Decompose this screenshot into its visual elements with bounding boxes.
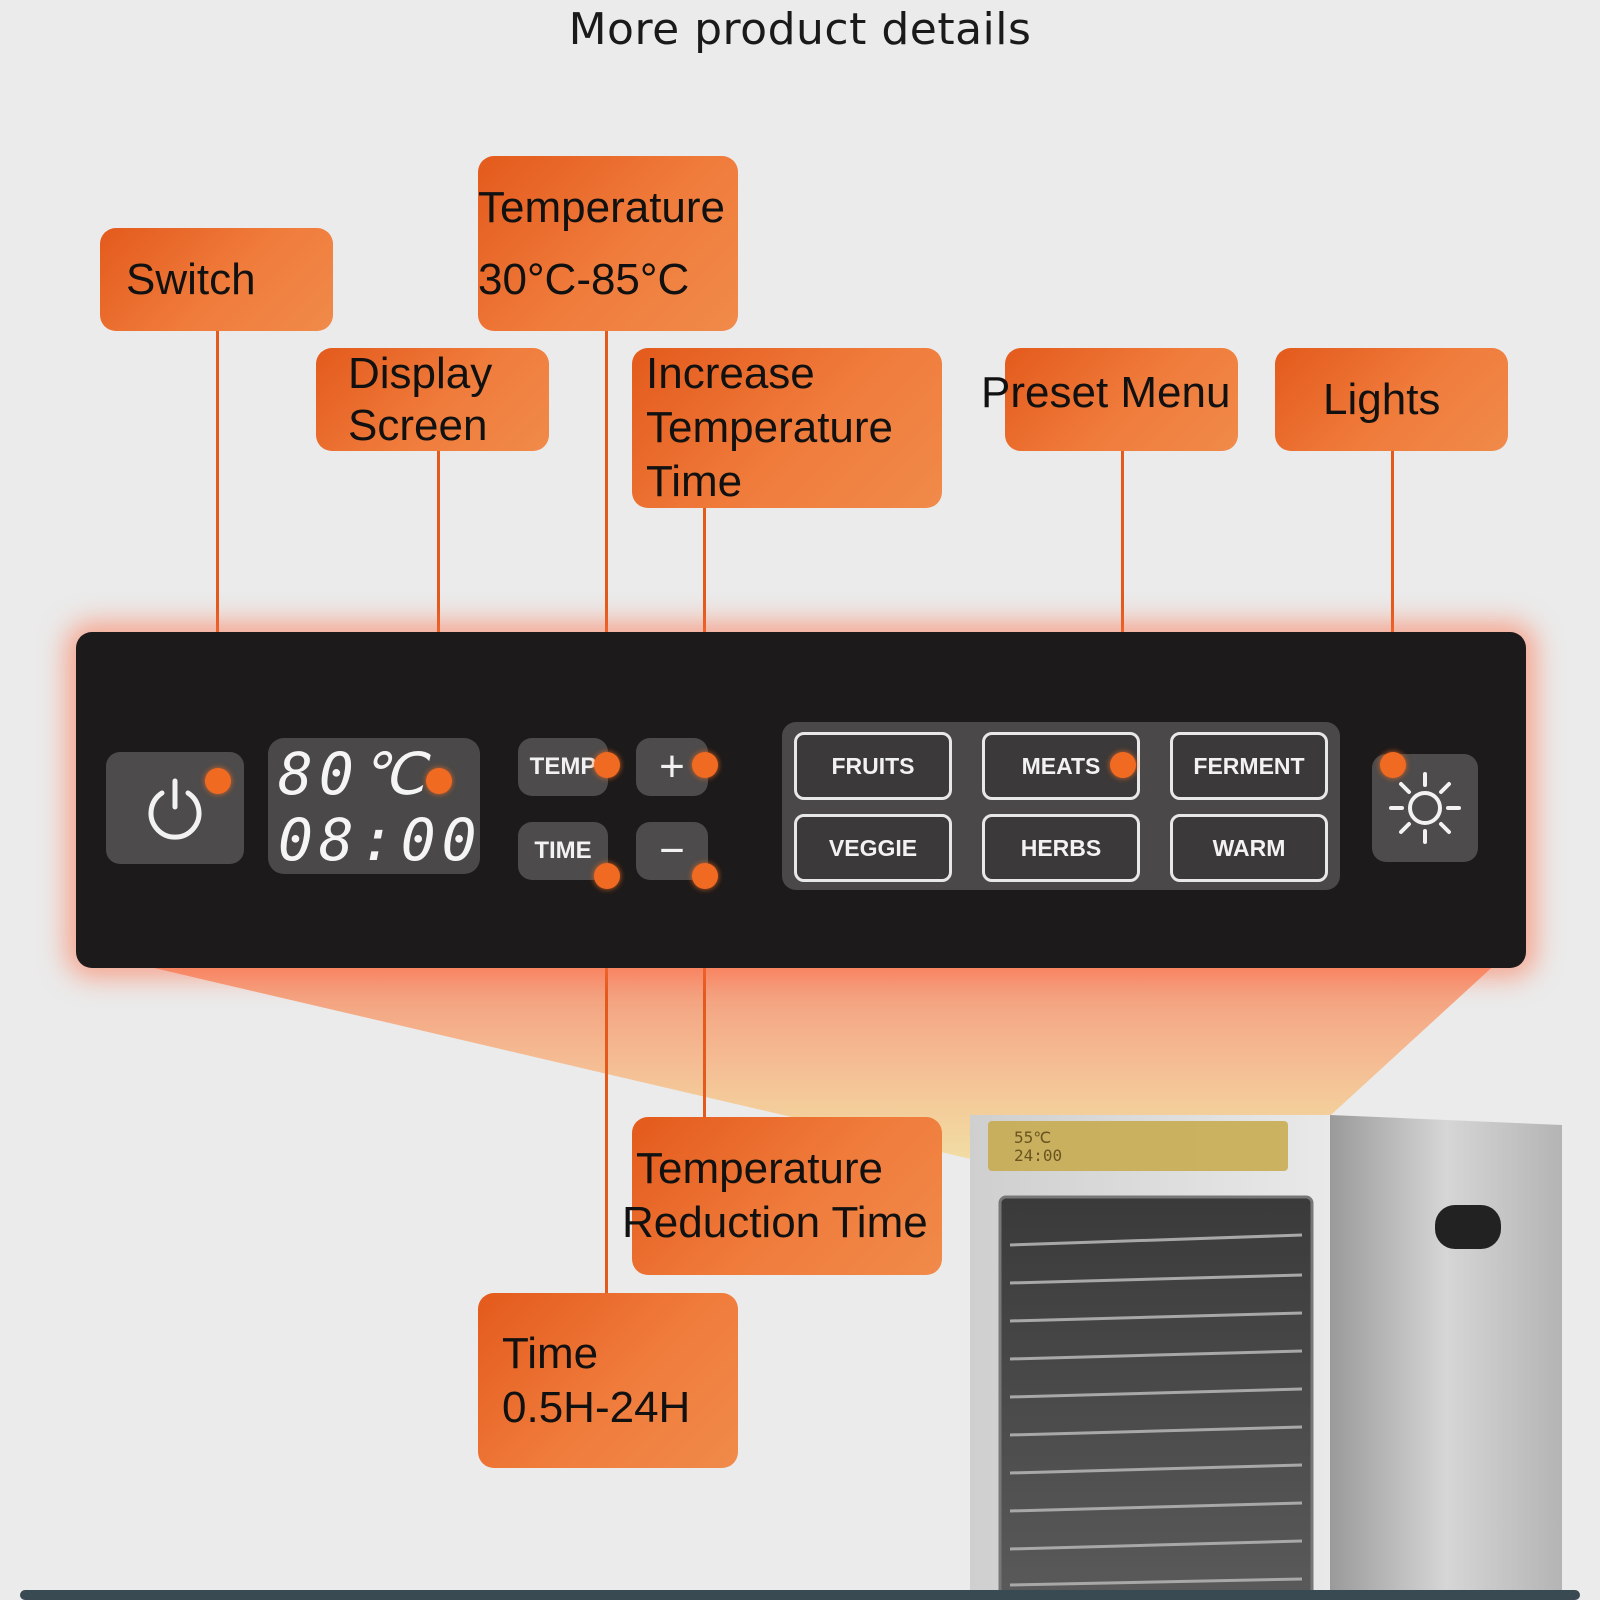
- menu-warm-button[interactable]: WARM: [1170, 814, 1328, 882]
- machine-display-temp: 55℃: [1014, 1128, 1051, 1147]
- leader-reduction: [703, 876, 706, 1117]
- menu-ferment-button[interactable]: FERMENT: [1170, 732, 1328, 800]
- callout-temperature-reduction-time: Temperature Reduction Time: [622, 1117, 942, 1275]
- dot-lights: [1380, 752, 1406, 778]
- callout-increase-temperature-time: Increase Temperature Time: [632, 348, 942, 508]
- menu-meats-button[interactable]: MEATS: [982, 732, 1140, 800]
- leader-lights: [1391, 451, 1394, 763]
- menu-fruits-button[interactable]: FRUITS: [794, 732, 952, 800]
- display-screen: 80℃ 08:00: [268, 738, 480, 874]
- temp-button[interactable]: TEMP: [518, 738, 608, 796]
- dot-temp: [594, 752, 620, 778]
- display-temperature: 80℃: [278, 740, 431, 808]
- menu-herbs-button[interactable]: HERBS: [982, 814, 1140, 882]
- menu-veggie-button[interactable]: VEGGIE: [794, 814, 952, 882]
- dot-increase: [692, 752, 718, 778]
- callout-switch: Switch: [100, 228, 333, 331]
- leader-display: [437, 451, 440, 781]
- dot-reduction: [692, 863, 718, 889]
- leader-switch: [216, 331, 219, 781]
- bottom-strip: [20, 1590, 1580, 1600]
- callout-time: Time 0.5H-24H: [478, 1293, 738, 1468]
- callout-preset-menu: Preset Menu: [981, 348, 1238, 451]
- dot-time: [594, 863, 620, 889]
- page-title: More product details: [568, 4, 1032, 55]
- time-button[interactable]: TIME: [518, 822, 608, 880]
- dot-switch: [205, 768, 231, 794]
- callout-temperature: Temperature 30°C-85°C: [478, 156, 738, 331]
- dehydrator-machine: 55℃ 24:00: [970, 1115, 1562, 1600]
- leader-preset: [1121, 451, 1124, 763]
- display-time: 08:00: [278, 806, 483, 874]
- leader-time: [605, 876, 608, 1293]
- machine-display-time: 24:00: [1014, 1146, 1062, 1165]
- callout-lights: Lights: [1275, 348, 1508, 451]
- dot-preset: [1110, 752, 1136, 778]
- dot-display: [426, 768, 452, 794]
- sun-icon: [1389, 772, 1461, 844]
- control-panel: 80℃ 08:00 TEMP TIME + − FRUITS MEATS FER…: [76, 632, 1526, 968]
- callout-display-screen: Display Screen: [316, 348, 549, 451]
- preset-menu: FRUITS MEATS FERMENT VEGGIE HERBS WARM: [782, 722, 1340, 890]
- power-icon: [148, 778, 202, 840]
- leader-temp: [605, 331, 608, 763]
